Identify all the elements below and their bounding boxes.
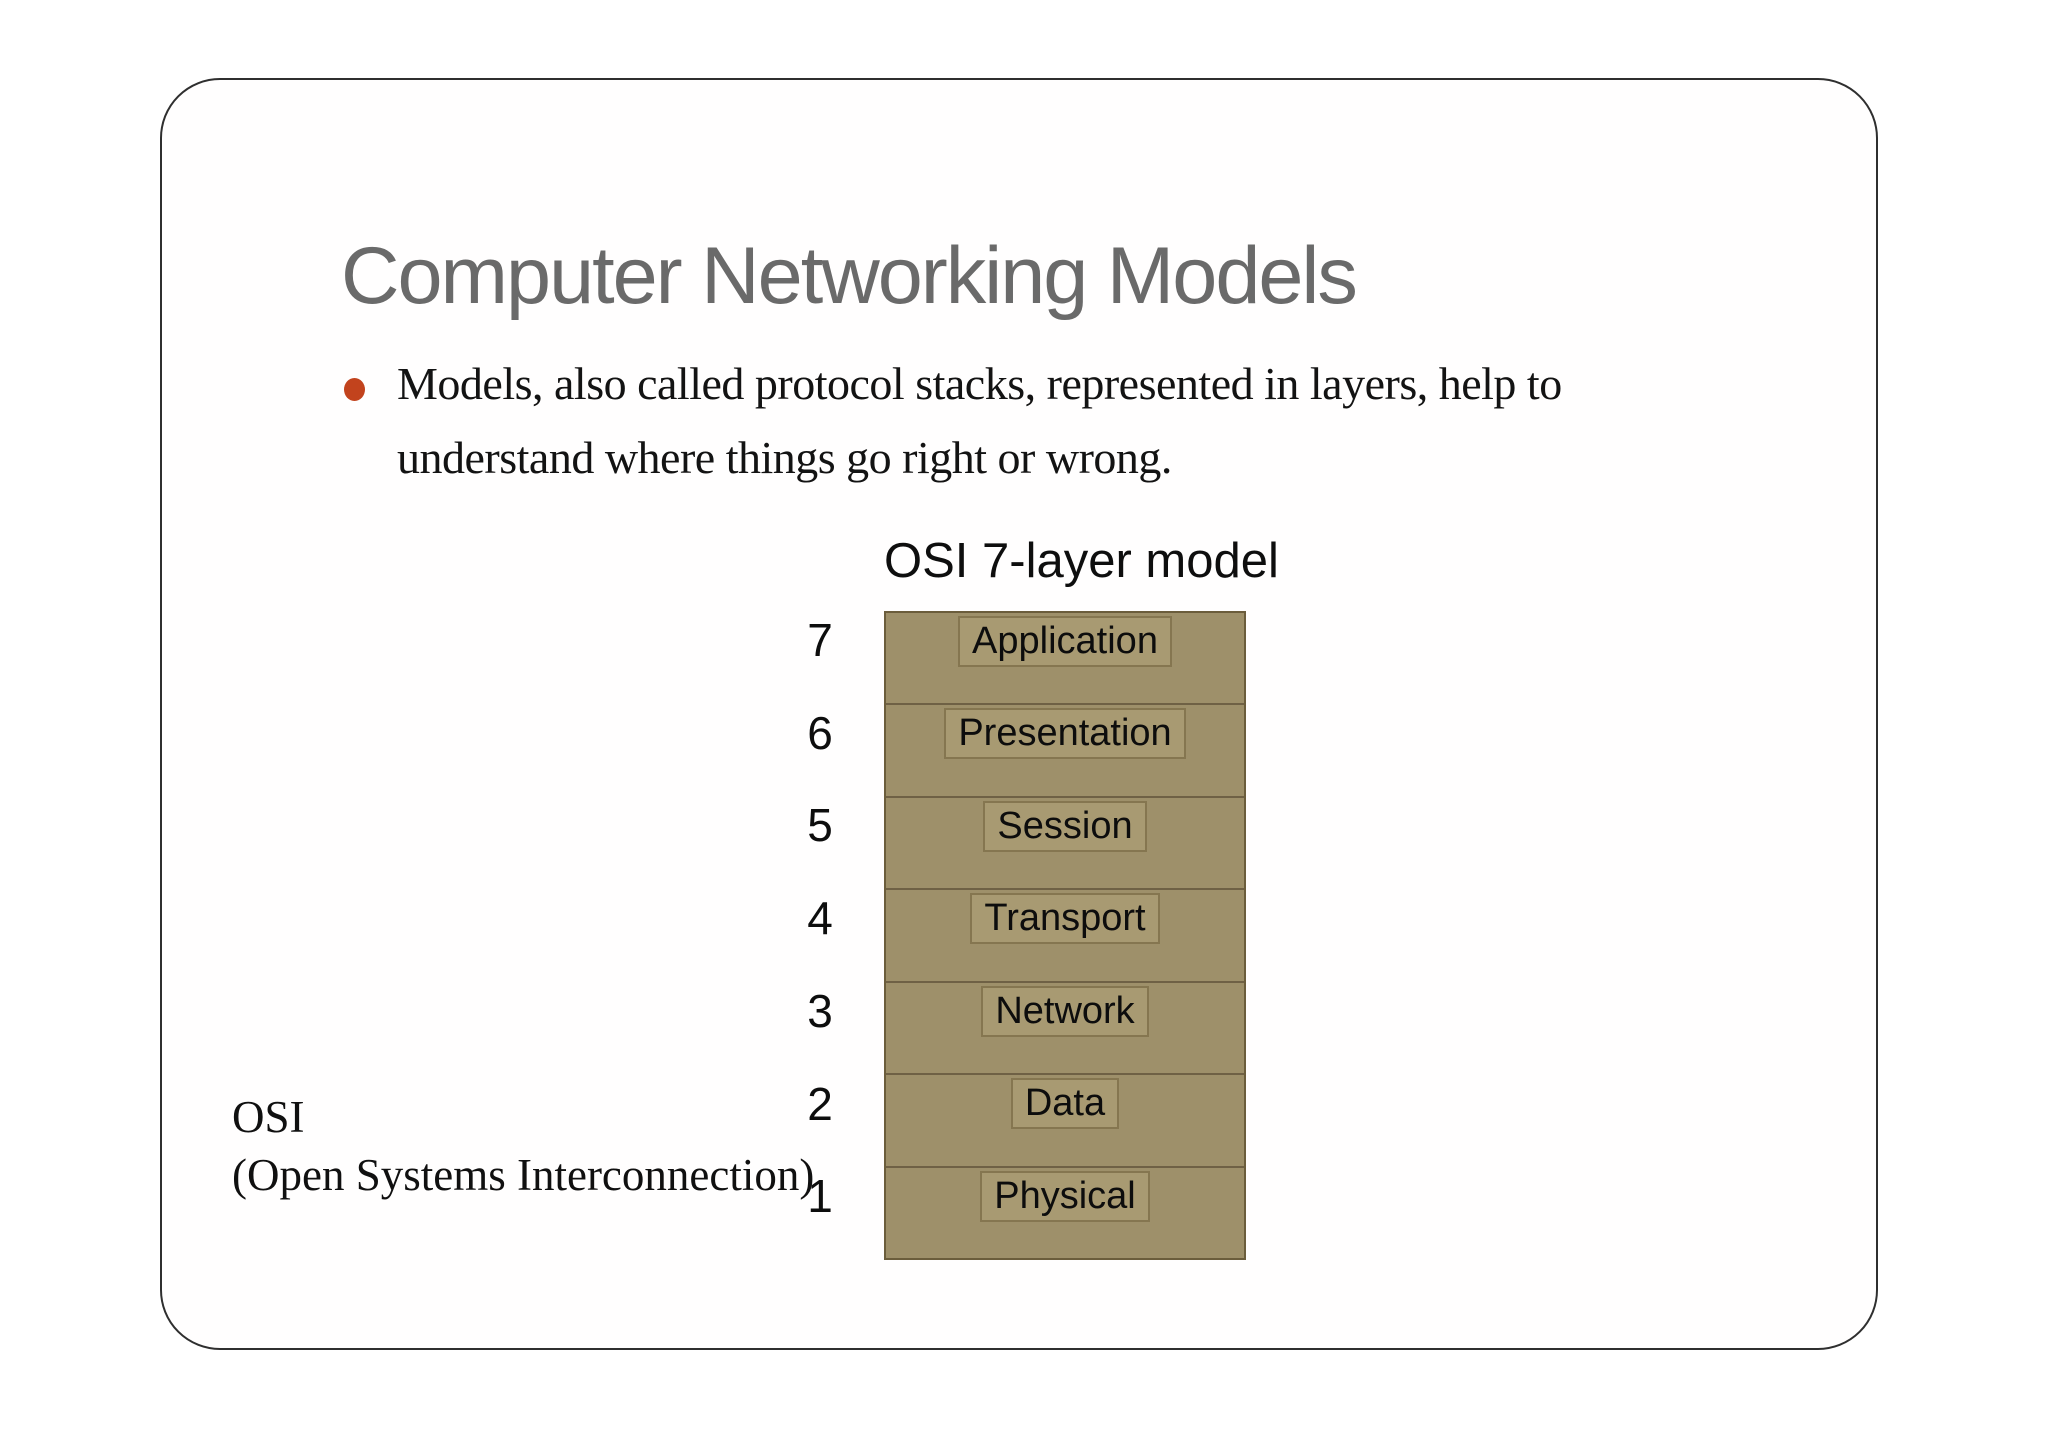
layer-number-6: 6 <box>807 706 833 759</box>
layer-label-transport: Transport <box>970 893 1160 945</box>
layer-row-application: Application <box>886 613 1244 703</box>
layer-row-transport: Transport <box>886 888 1244 980</box>
layer-label-network: Network <box>981 985 1149 1037</box>
layer-number-2: 2 <box>807 1077 833 1130</box>
layer-number-5: 5 <box>807 799 833 852</box>
layer-number-4: 4 <box>807 892 833 945</box>
page-title: Computer Networking Models <box>341 231 1358 321</box>
layer-label-presentation: Presentation <box>944 708 1186 760</box>
diagram-title: OSI 7-layer model <box>884 534 1279 588</box>
layer-number-1: 1 <box>807 1170 833 1223</box>
osi-caption: OSI (Open Systems Interconnection) <box>232 1088 814 1204</box>
layer-label-session: Session <box>983 800 1147 852</box>
bullet-line-2: understand where things go right or wron… <box>397 432 1172 483</box>
layer-row-network: Network <box>886 980 1244 1073</box>
layer-number-column: 7 6 5 4 3 2 1 <box>778 611 862 1260</box>
layer-row-presentation: Presentation <box>886 703 1244 795</box>
layer-row-physical: Physical <box>886 1165 1244 1258</box>
layer-label-physical: Physical <box>980 1170 1150 1222</box>
layer-label-application: Application <box>958 616 1172 667</box>
layer-row-session: Session <box>886 795 1244 888</box>
bullet-line-1: Models, also called protocol stacks, rep… <box>397 358 1562 409</box>
bullet-item: Models, also called protocol stacks, rep… <box>397 347 1797 495</box>
layer-row-data: Data <box>886 1073 1244 1165</box>
osi-caption-line-2: (Open Systems Interconnection) <box>232 1150 815 1200</box>
bullet-icon <box>344 378 365 401</box>
osi-caption-line-1: OSI <box>232 1092 305 1142</box>
layer-number-7: 7 <box>807 614 833 666</box>
layer-label-data: Data <box>1010 1078 1120 1130</box>
layer-number-3: 3 <box>807 984 833 1037</box>
osi-stack-diagram: Application Presentation Session Transpo… <box>884 611 1246 1260</box>
